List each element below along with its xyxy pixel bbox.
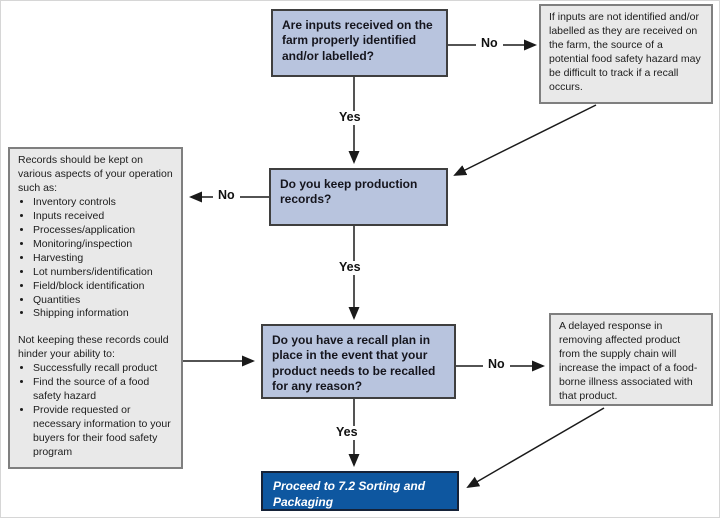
info-inputs-not-identified: If inputs are not identified and/or labe… (539, 4, 713, 104)
info-delayed-response: A delayed response in removing affected … (549, 313, 713, 406)
question-inputs-labelled: Are inputs received on the farm properly… (271, 9, 448, 77)
spacer (18, 321, 173, 334)
question-recall-plan: Do you have a recall plan in place in th… (261, 324, 456, 399)
record-item: Monitoring/inspection (33, 238, 173, 252)
record-item: Processes/application (33, 224, 173, 238)
edge-label-yes-2: Yes (334, 260, 366, 275)
record-item: Lot numbers/identification (33, 266, 173, 280)
edge-label-yes-1: Yes (334, 110, 366, 125)
info-records-list: Records should be kept on various aspect… (8, 147, 183, 469)
hinder-item: Find the source of a food safety hazard (33, 376, 173, 404)
end-proceed-sorting-packaging: Proceed to 7.2 Sorting and Packaging (261, 471, 459, 511)
arrow-info1-to-q2 (453, 104, 597, 176)
record-item: Inventory controls (33, 196, 173, 210)
edge-label-no-1: No (476, 36, 503, 51)
record-item: Inputs received (33, 210, 173, 224)
record-item: Shipping information (33, 307, 173, 321)
record-item: Harvesting (33, 252, 173, 266)
edge-label-no-3: No (483, 357, 510, 372)
record-item: Quantities (33, 294, 173, 308)
hinder-bullet-list: Successfully recall product Find the sou… (18, 362, 173, 460)
edge-label-no-2: No (213, 188, 240, 203)
arrow-info2-to-end (466, 407, 605, 489)
record-item: Field/block identification (33, 280, 173, 294)
records-bullet-list: Inventory controls Inputs received Proce… (18, 196, 173, 322)
question-production-records: Do you keep production records? (269, 168, 448, 226)
hinder-intro: Not keeping these records could hinder y… (18, 334, 169, 361)
edge-label-yes-3: Yes (331, 425, 363, 440)
hinder-item: Successfully recall product (33, 362, 173, 376)
records-intro: Records should be kept on various aspect… (18, 154, 173, 194)
hinder-item: Provide requested or necessary informati… (33, 404, 173, 460)
